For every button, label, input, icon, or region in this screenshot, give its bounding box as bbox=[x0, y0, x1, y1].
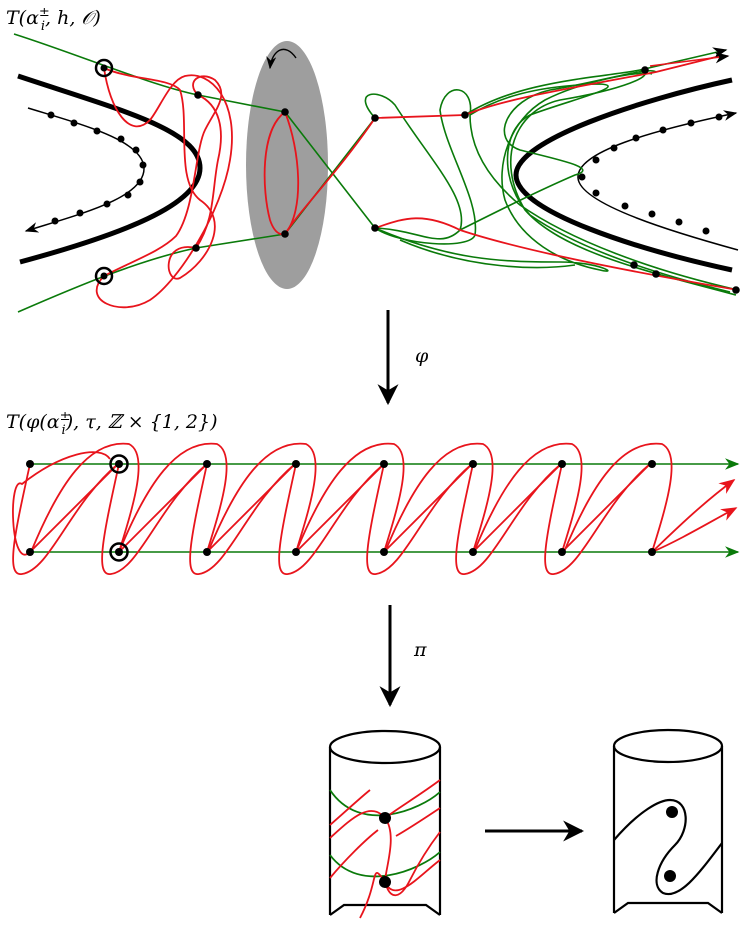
mid-red-arrow-lower bbox=[651, 507, 738, 553]
top-points bbox=[192, 66, 740, 294]
red-lower-loop bbox=[278, 463, 385, 575]
red-left-loop bbox=[12, 451, 111, 556]
lattice-point bbox=[380, 548, 388, 556]
red-upper-loop bbox=[563, 442, 673, 553]
red-diagonal bbox=[561, 463, 651, 553]
red-lower-loop bbox=[189, 463, 296, 575]
red-lower-loop bbox=[544, 463, 651, 575]
red-lower-loop bbox=[101, 463, 208, 575]
lattice-point bbox=[648, 460, 656, 468]
middle-panel: T(φ(α±i), τ, ℤ × {1, 2}) bbox=[6, 409, 740, 575]
red-upper-loop bbox=[30, 442, 140, 553]
lattice-point bbox=[380, 460, 388, 468]
right-thick-hyperbola bbox=[513, 77, 733, 273]
gray-ellipse bbox=[246, 41, 328, 289]
red-lower-loop bbox=[455, 463, 562, 575]
top-ringed-points bbox=[94, 58, 114, 286]
red-diagonal bbox=[118, 463, 208, 553]
middle-ringed-points bbox=[109, 454, 129, 562]
top-title: T(α±i, h, 𝒪) bbox=[6, 5, 101, 34]
lattice-point bbox=[203, 548, 211, 556]
pi-label: π bbox=[413, 639, 427, 661]
top-green-arrow bbox=[639, 47, 728, 71]
right-orbit-dots bbox=[578, 113, 723, 235]
mid-red-arrow-upper bbox=[651, 479, 736, 553]
mid-title: T(φ(α±i), τ, ℤ × {1, 2}) bbox=[6, 409, 218, 438]
top-green-curves bbox=[13, 33, 739, 313]
red-upper-loop bbox=[473, 442, 583, 553]
lattice-point bbox=[558, 460, 566, 468]
left-thick-hyperbola bbox=[17, 73, 203, 265]
phi-map: φ bbox=[377, 310, 429, 406]
lattice-point bbox=[292, 548, 300, 556]
red-upper-loop bbox=[207, 442, 317, 553]
red-lower-loop bbox=[366, 463, 473, 575]
top-red-arrow bbox=[649, 51, 730, 67]
lattice-point bbox=[648, 548, 656, 556]
cylinder-left bbox=[328, 729, 442, 919]
red-diagonal bbox=[472, 463, 562, 553]
red-upper-loop bbox=[384, 442, 494, 553]
phi-label: φ bbox=[415, 345, 429, 367]
left-thin-orbit bbox=[24, 107, 145, 233]
red-lower-loop bbox=[12, 463, 119, 575]
lattice-point bbox=[469, 460, 477, 468]
right-thin-orbit bbox=[577, 110, 739, 251]
red-diagonal bbox=[29, 463, 119, 553]
red-upper-loop bbox=[295, 442, 405, 553]
lattice-point bbox=[469, 548, 477, 556]
rotation-arrow bbox=[266, 48, 297, 70]
lattice-point bbox=[558, 548, 566, 556]
red-diagonal bbox=[383, 463, 473, 553]
top-panel: T(α±i, h, 𝒪) bbox=[6, 5, 740, 313]
lattice-point bbox=[292, 460, 300, 468]
pi-map: π bbox=[379, 605, 427, 708]
middle-red-zigzag bbox=[12, 442, 673, 575]
lattice-point bbox=[26, 460, 34, 468]
red-diagonal bbox=[295, 463, 385, 553]
cylinder-right bbox=[612, 728, 724, 914]
red-upper-loop bbox=[118, 442, 228, 553]
left-orbit-dots bbox=[47, 111, 147, 225]
red-diagonal bbox=[206, 463, 296, 553]
lattice-point bbox=[26, 548, 34, 556]
bottom-panel bbox=[328, 728, 724, 919]
lattice-point bbox=[203, 460, 211, 468]
